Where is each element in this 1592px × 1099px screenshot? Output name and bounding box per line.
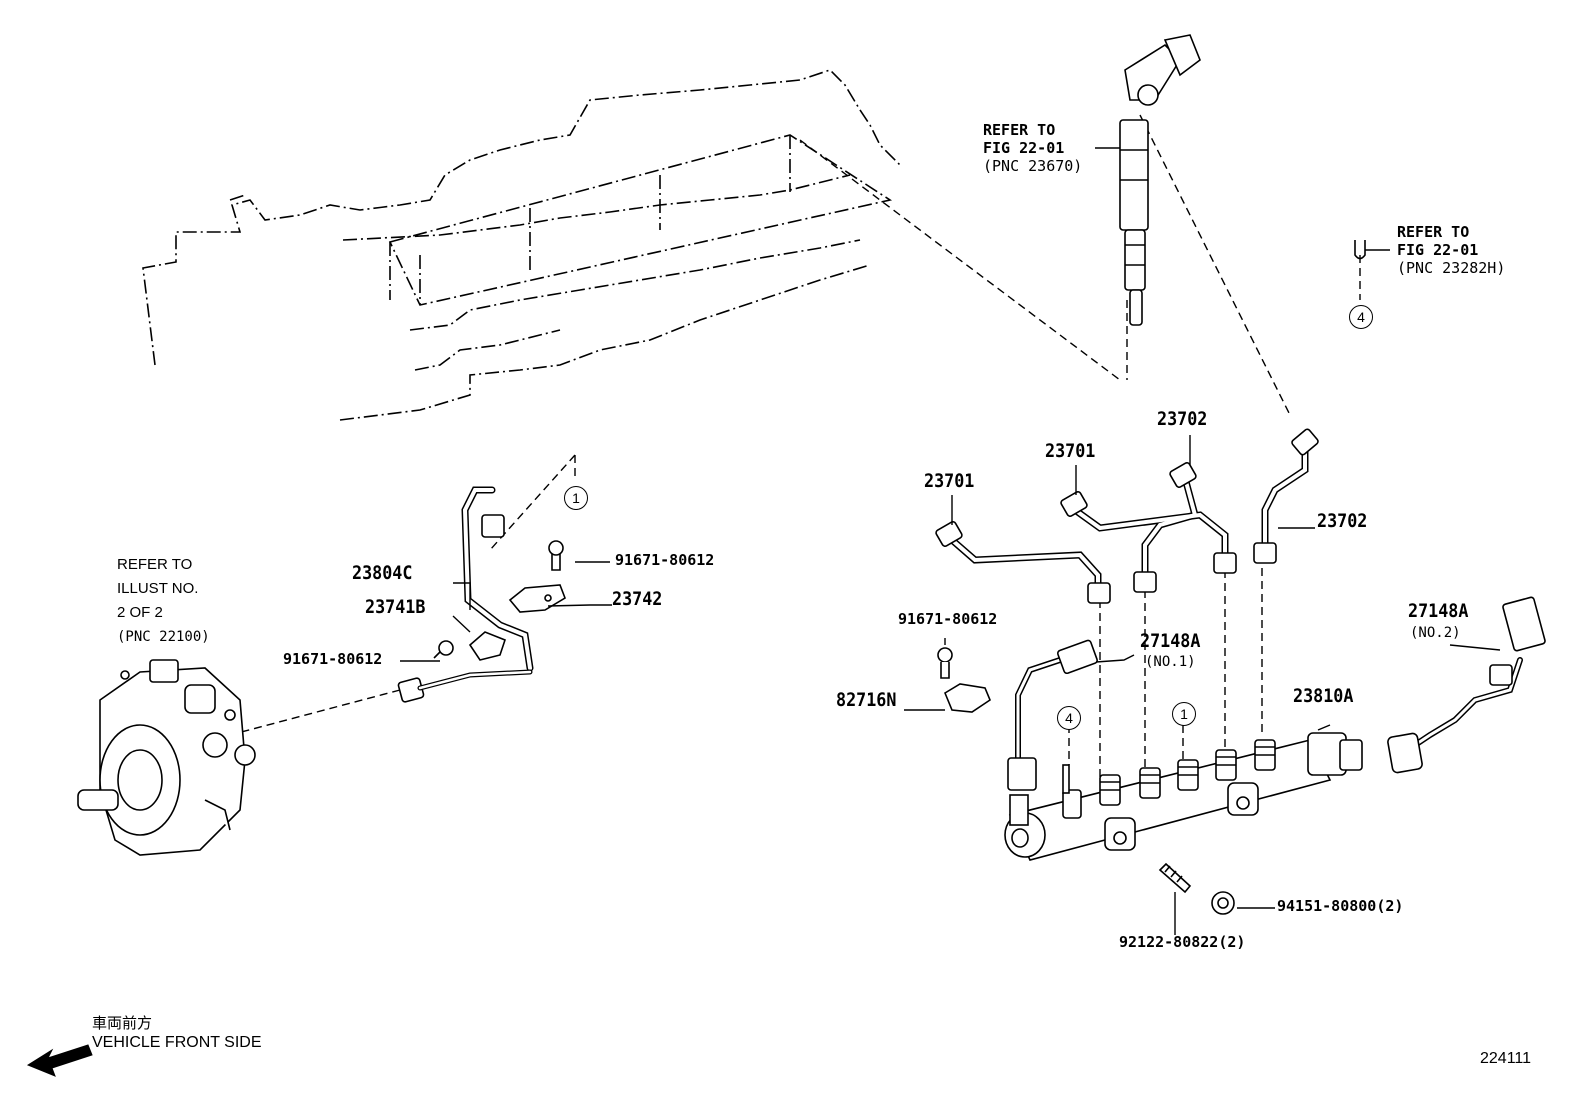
stud-and-nut-drawing: [1158, 862, 1235, 915]
label-23742[interactable]: 23742: [612, 588, 663, 610]
fuel-rail-drawing: [1004, 732, 1363, 861]
refer-note-clip-line1: REFER TO: [1397, 223, 1470, 241]
refer-note-clip: REFER TO FIG 22-01 (PNC 23282H): [1397, 223, 1505, 277]
refer-note-pump: REFER TO ILLUST NO. 2 OF 2 (PNC 22100): [117, 553, 210, 649]
label-23702-right[interactable]: 23702: [1317, 510, 1368, 532]
label-27148A-no2-sub: (NO.2): [1410, 625, 1461, 641]
refer-note-pump-line1: REFER TO: [117, 556, 193, 573]
ref-circle-1-top: 1: [564, 486, 588, 510]
vehicle-front-arrow: [26, 1044, 93, 1077]
label-leaders: [400, 147, 1501, 935]
clip-drawing: [1354, 240, 1390, 260]
refer-note-clip-line2: FIG 22-01: [1397, 241, 1479, 259]
vehicle-front-label-jp: 車両前方: [92, 1014, 153, 1032]
figure-number: 224111: [1480, 1050, 1532, 1067]
label-27148A-no1-sub: (NO.1): [1145, 654, 1196, 670]
label-23810A[interactable]: 23810A: [1293, 685, 1354, 707]
refer-note-pump-line3: 2 OF 2: [117, 604, 163, 621]
label-27148A-no1[interactable]: 27148A: [1140, 630, 1201, 652]
label-bolt-a[interactable]: 91671-80612: [615, 551, 715, 569]
pipe-nuts: [397, 428, 1319, 703]
injector-drawing: [1119, 34, 1201, 326]
refer-note-clip-line3: (PNC 23282H): [1397, 259, 1506, 277]
refer-note-pump-line2: ILLUST NO.: [117, 580, 199, 597]
refer-note-injector: REFER TO FIG 22-01 (PNC 23670): [983, 121, 1082, 175]
label-82716N[interactable]: 82716N: [836, 689, 897, 711]
engine-outline: [142, 69, 901, 421]
label-23741B[interactable]: 23741B: [365, 596, 426, 618]
label-nut[interactable]: 94151-80800(2): [1277, 897, 1404, 915]
ref-circle-1-rail: 1: [1172, 702, 1196, 726]
label-stud[interactable]: 92122-80822(2): [1119, 933, 1246, 951]
ref-circle-4-top: 4: [1349, 305, 1373, 329]
refer-note-pump-line4: (PNC 22100): [117, 629, 210, 645]
refer-note-injector-line3: (PNC 23670): [983, 157, 1083, 175]
label-bolt-c[interactable]: 91671-80612: [898, 610, 998, 628]
label-23804C[interactable]: 23804C: [352, 562, 413, 584]
label-23702-top[interactable]: 23702: [1157, 408, 1208, 430]
label-23701-left[interactable]: 23701: [924, 470, 975, 492]
vehicle-front-label-en: VEHICLE FRONT SIDE: [92, 1034, 262, 1051]
supply-pump-drawing: [77, 659, 256, 856]
label-23701-mid[interactable]: 23701: [1045, 440, 1096, 462]
refer-note-injector-line1: REFER TO: [983, 121, 1056, 139]
label-27148A-no2[interactable]: 27148A: [1408, 600, 1469, 622]
ref-circle-4-rail: 4: [1057, 706, 1081, 730]
label-bolt-b[interactable]: 91671-80612: [283, 650, 383, 668]
sensor-connectors: [1007, 596, 1546, 791]
refer-note-injector-line2: FIG 22-01: [983, 139, 1065, 157]
